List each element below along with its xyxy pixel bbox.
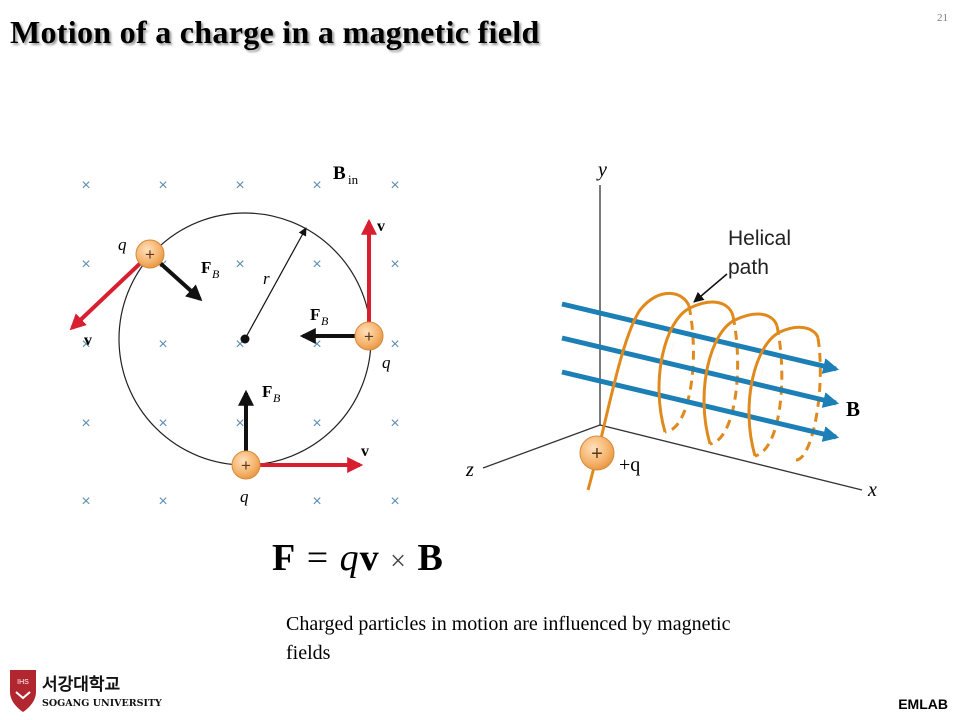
field-label-b: B bbox=[333, 163, 346, 184]
velocity-label: v bbox=[84, 332, 92, 349]
helical-label-line1: Helical bbox=[728, 227, 791, 250]
slide-title: Motion of a charge in a magnetic field bbox=[10, 14, 540, 50]
field-cross-icon: × bbox=[235, 415, 244, 432]
axis-x-label: x bbox=[867, 479, 877, 501]
velocity-label: v bbox=[361, 443, 369, 460]
field-cross-icon: × bbox=[312, 415, 321, 432]
charge-sign: + bbox=[591, 443, 603, 465]
seal-text: IHS bbox=[17, 679, 29, 686]
field-cross-icon: × bbox=[312, 493, 321, 510]
field-cross-icon: × bbox=[390, 256, 399, 273]
charge-circle bbox=[579, 435, 615, 471]
charge-label: q bbox=[118, 235, 127, 254]
charge-right: + q v F B bbox=[299, 218, 391, 372]
charge-circle bbox=[135, 239, 165, 269]
charge-circle bbox=[231, 450, 261, 480]
formula-equals: = bbox=[306, 537, 330, 579]
charge-label: q bbox=[382, 353, 391, 372]
field-line bbox=[561, 369, 840, 442]
field-cross-icon: × bbox=[390, 336, 399, 353]
university-seal bbox=[10, 670, 36, 712]
field-cross-icon: × bbox=[81, 256, 90, 273]
field-cross-icon: × bbox=[390, 415, 399, 432]
force-label: F bbox=[310, 305, 320, 324]
sogang-university-logo: IHS 서강대학교 SOGANG UNIVERSITY bbox=[10, 670, 162, 712]
field-cross-icon: × bbox=[312, 336, 321, 353]
caption-text: Charged particles in motion are influenc… bbox=[286, 613, 731, 664]
force-sub: B bbox=[273, 391, 281, 405]
field-cross-icon: × bbox=[81, 177, 90, 194]
radius-label: r bbox=[263, 269, 270, 288]
field-label-b: B bbox=[846, 397, 860, 421]
field-cross-icon: × bbox=[158, 177, 167, 194]
force-sub: B bbox=[212, 267, 220, 281]
charge-sign: + bbox=[364, 327, 374, 346]
field-cross-icon: × bbox=[81, 336, 90, 353]
field-line bbox=[561, 301, 840, 374]
charge-circle bbox=[354, 321, 384, 351]
university-english-name: SOGANG UNIVERSITY bbox=[42, 698, 162, 709]
field-cross-icon: × bbox=[158, 493, 167, 510]
radius-arrow bbox=[244, 227, 307, 340]
field-cross-icon: × bbox=[312, 256, 321, 273]
field-cross-icon: × bbox=[158, 415, 167, 432]
formula-rhs: B bbox=[417, 537, 444, 579]
helix-arrow bbox=[715, 353, 720, 365]
helix-arrow bbox=[670, 341, 675, 353]
x-axis bbox=[599, 424, 863, 491]
axis-z-label: z bbox=[465, 459, 474, 481]
field-cross-icon: × bbox=[235, 177, 244, 194]
field-cross-icon: × bbox=[158, 336, 167, 353]
helix-back bbox=[664, 305, 822, 462]
axis-y-label: y bbox=[596, 159, 607, 181]
force-label: F bbox=[201, 258, 211, 277]
field-cross-icon: × bbox=[235, 256, 244, 273]
force-sub: B bbox=[321, 314, 329, 328]
charge-label: q bbox=[240, 487, 249, 506]
helix-arrow bbox=[622, 339, 626, 351]
velocity-label: v bbox=[377, 218, 385, 235]
lab-name: EMLAB bbox=[898, 696, 948, 712]
helix-direction-arrows bbox=[622, 339, 765, 377]
formula-times: × bbox=[390, 546, 407, 577]
field-cross-icon: × bbox=[81, 493, 90, 510]
field-cross-icon: × bbox=[390, 177, 399, 194]
force-label: F bbox=[262, 382, 272, 401]
field-cross-icon: × bbox=[390, 493, 399, 510]
helix-arrow bbox=[760, 365, 765, 377]
charge-sign: + bbox=[241, 456, 251, 475]
field-cross-icon: × bbox=[312, 177, 321, 194]
formula-lhs: F bbox=[272, 537, 297, 579]
field-cross-icon: × bbox=[81, 415, 90, 432]
charge-bottom: + q v F B bbox=[231, 382, 369, 506]
right-diagram: y x z Helical p bbox=[465, 159, 877, 501]
formula-v: v bbox=[359, 537, 380, 579]
charge-sign: + bbox=[145, 245, 155, 264]
field-cross-icon: × bbox=[235, 336, 244, 353]
helical-label-line2: path bbox=[728, 256, 769, 279]
velocity-arrow bbox=[69, 252, 152, 331]
field-lines bbox=[561, 301, 840, 442]
left-diagram: ×××××××××××××××××××××××× B in r + q v F … bbox=[69, 163, 400, 510]
field-label-sub: in bbox=[348, 172, 359, 187]
formula-q: q bbox=[339, 537, 360, 579]
lorentz-formula: F = qv × B bbox=[272, 536, 444, 580]
university-korean-name: 서강대학교 bbox=[42, 675, 121, 695]
helical-pointer-arrow bbox=[693, 273, 728, 303]
charge-label: +q bbox=[619, 454, 640, 476]
charge-upper-left: + q v F B bbox=[69, 235, 220, 349]
z-axis bbox=[482, 424, 601, 469]
page-number: 21 bbox=[937, 12, 948, 24]
field-line bbox=[561, 335, 840, 408]
